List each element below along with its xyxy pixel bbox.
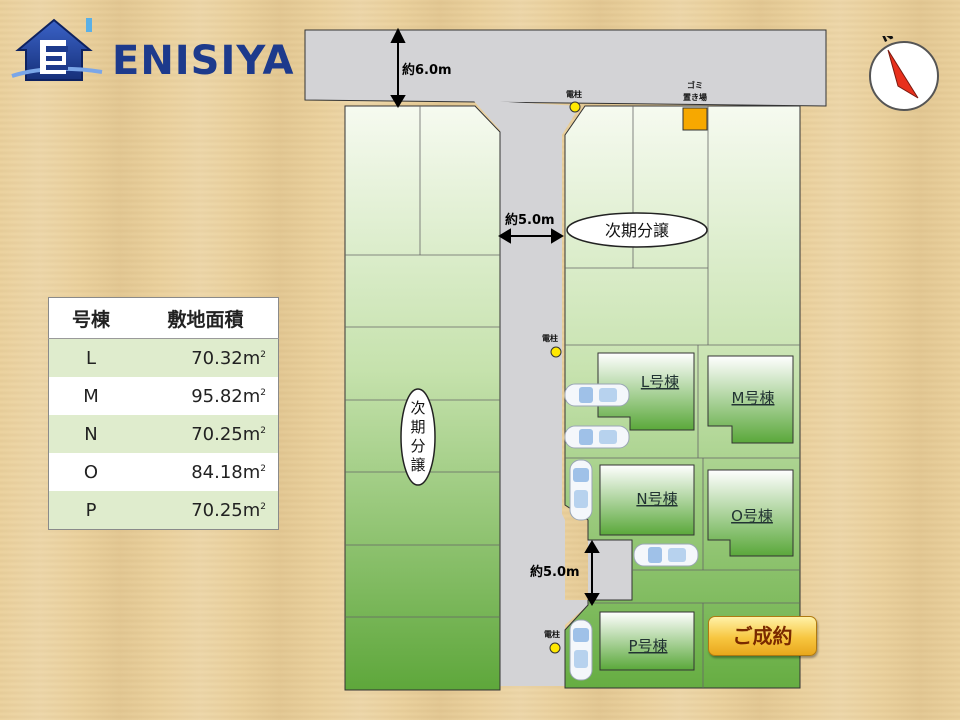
utility-pole-label: 電柱 <box>542 333 558 343</box>
house-l-label: L号棟 <box>641 373 679 391</box>
house-l: L号棟 <box>597 352 695 431</box>
next-sale-char: 次 <box>410 399 425 417</box>
next-sale-label-east: 次期分譲 <box>605 221 669 240</box>
unit-cell: P <box>48 491 133 530</box>
table-row: N 70.25m2 <box>48 415 279 453</box>
compass-north-label: N <box>879 36 896 46</box>
house-n-label: N号棟 <box>636 490 677 508</box>
road-main-strip <box>500 106 562 686</box>
table-row: M 95.82m2 <box>48 377 279 415</box>
table-row: O 84.18m2 <box>48 453 279 491</box>
road-north <box>304 29 827 107</box>
table-row: L 70.32m2 <box>48 338 279 377</box>
utility-pole-marker <box>550 346 562 358</box>
utility-pole-label: 電柱 <box>566 89 582 99</box>
car-icon <box>633 543 699 567</box>
next-sale-char: 譲 <box>410 456 425 474</box>
house-o-label: O号棟 <box>731 507 773 525</box>
next-sale-oval-east <box>566 212 708 248</box>
dimension-arrow-top <box>390 27 406 108</box>
utility-pole-marker <box>549 642 561 654</box>
house-p: P号棟 <box>599 611 695 671</box>
house-m-label: M号棟 <box>732 389 775 407</box>
brand-name: ENISIYA <box>112 38 295 84</box>
unit-cell: O <box>48 453 133 491</box>
unit-cell: N <box>48 415 133 453</box>
next-sale-oval-west <box>400 388 436 486</box>
header-area: 敷地面積 <box>133 297 279 339</box>
garbage-label-2: 置き場 <box>683 92 707 102</box>
road-main-width-label: 約5.0m <box>505 212 555 228</box>
house-m: M号棟 <box>707 355 794 444</box>
area-cell: 70.32m2 <box>133 338 279 377</box>
house-p-label: P号棟 <box>628 637 667 655</box>
brand-logo: ENISIYA <box>10 14 310 84</box>
house-n: N号棟 <box>599 464 695 536</box>
car-icon <box>569 459 593 521</box>
lot-area-table: 号棟 敷地面積 L 70.32m2 M 95.82m2 N 70.25m2 O … <box>48 297 279 530</box>
area-cell: 95.82m2 <box>133 377 279 415</box>
house-o: O号棟 <box>707 469 794 557</box>
area-cell: 84.18m2 <box>133 453 279 491</box>
dimension-arrow-lower <box>584 540 600 606</box>
north-compass-icon: N <box>869 36 939 111</box>
unit-cell: M <box>48 377 133 415</box>
area-cell: 70.25m2 <box>133 415 279 453</box>
table-row: P 70.25m2 <box>48 491 279 530</box>
utility-pole-marker <box>569 101 581 113</box>
car-icon <box>564 425 630 449</box>
garbage-station-marker <box>682 107 708 131</box>
car-icon <box>569 619 593 681</box>
car-icon <box>564 383 630 407</box>
road-top-width-label: 約6.0m <box>402 62 452 78</box>
table-header-row: 号棟 敷地面積 <box>48 297 279 339</box>
next-sale-char: 期 <box>410 418 425 436</box>
garbage-label-1: ゴミ <box>687 80 703 90</box>
unit-cell: L <box>48 338 133 377</box>
house-logo-icon <box>11 18 103 81</box>
next-sale-char: 分 <box>410 437 425 455</box>
utility-pole-label: 電柱 <box>544 629 560 639</box>
sold-badge: ご成約 <box>708 616 817 656</box>
header-unit: 号棟 <box>48 297 133 339</box>
dimension-arrow-main <box>498 228 564 244</box>
area-cell: 70.25m2 <box>133 491 279 530</box>
road-lower-width-label: 約5.0m <box>530 564 580 580</box>
